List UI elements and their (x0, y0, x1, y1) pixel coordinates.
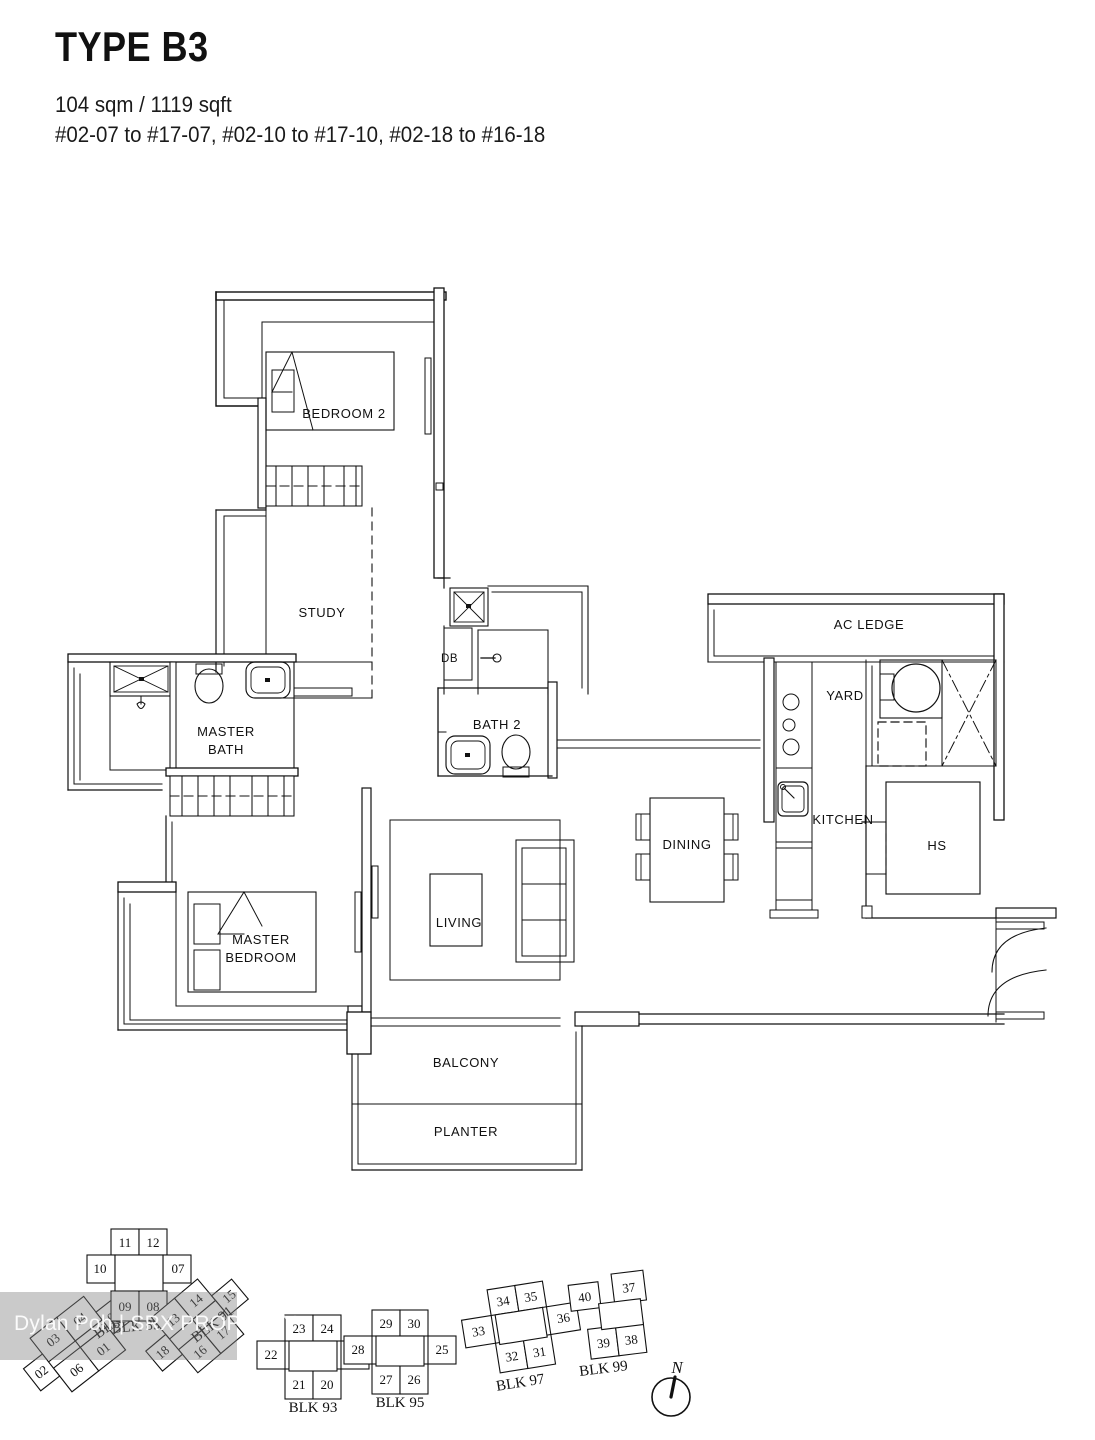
site-unit: 37 (621, 1279, 636, 1296)
site-unit: 25 (436, 1342, 449, 1357)
room-label-master-bath: MASTER (197, 724, 255, 739)
site-unit: 08 (147, 1299, 160, 1314)
site-unit: 22 (265, 1347, 278, 1362)
site-unit: 11 (119, 1235, 132, 1250)
site-block-label-blk-89: BLK 89 (111, 1317, 161, 1337)
living-partition (354, 787, 379, 1013)
dining-furniture (635, 797, 739, 903)
room-label-planter: PLANTER (434, 1124, 498, 1139)
room-label-balcony: BALCONY (433, 1055, 499, 1070)
site-block-label-blk-93: BLK 93 (289, 1400, 338, 1416)
site-block-label-blk-97: BLK 97 (495, 1371, 546, 1395)
balcony-planter-walls (346, 1011, 1005, 1171)
room-label-ac-ledge: AC LEDGE (834, 617, 905, 632)
site-unit: 23 (293, 1321, 306, 1336)
site-unit: 40 (577, 1289, 592, 1305)
site-unit: 20 (321, 1377, 334, 1392)
master-bedroom-walls (117, 815, 363, 1033)
room-labels: BEDROOM 2 STUDY MASTER BATH DB BATH 2 AC… (197, 406, 946, 1139)
site-unit: 26 (408, 1372, 422, 1387)
room-label-study: STUDY (298, 605, 345, 620)
page-title: TYPE B3 (55, 23, 209, 70)
room-label-master-bath-2: BATH (208, 742, 244, 757)
site-unit: 10 (94, 1261, 107, 1276)
bedroom2-walls (215, 287, 447, 579)
site-unit: 34 (495, 1293, 511, 1310)
bath2-walls (437, 585, 761, 779)
kitchen-yard-walls (763, 657, 1057, 1023)
compass-north-label: N (670, 1358, 684, 1377)
room-label-bath2: BATH 2 (473, 717, 521, 732)
site-block-blk-97[interactable]: 34 35 33 36 32 31 (457, 1276, 585, 1377)
compass-rose: N (651, 1358, 691, 1417)
room-label-yard: YARD (826, 688, 864, 703)
room-label-kitchen: KITCHEN (812, 812, 873, 827)
ac-ledge-walls (707, 593, 1005, 821)
site-unit: 36 (556, 1309, 572, 1326)
outer-boundary (437, 577, 451, 589)
site-unit: 12 (147, 1235, 160, 1250)
site-block-label-blk-99: BLK 99 (578, 1358, 628, 1380)
site-plan: 03 04 06 01 02 05 BLK 87 11 (11, 1228, 691, 1417)
site-block-blk-91[interactable]: 18 13 14 15 16 17 (132, 1262, 264, 1389)
site-unit: 30 (408, 1316, 421, 1331)
site-block-blk-99[interactable]: 40 37 39 38 (567, 1269, 652, 1361)
site-unit: 32 (504, 1348, 519, 1365)
site-unit: 09 (119, 1299, 132, 1314)
site-unit: 29 (380, 1316, 393, 1331)
room-label-db: DB (441, 653, 458, 665)
site-block-blk-89[interactable]: 11 12 10 07 09 08 (86, 1228, 192, 1322)
unit-list-text: #02-07 to #17-07, #02-10 to #17-10, #02-… (55, 122, 546, 148)
site-block-blk-87[interactable]: 03 04 06 01 02 05 (11, 1282, 144, 1407)
site-unit: 31 (532, 1344, 547, 1361)
area-text: 104 sqm / 1119 sqft (55, 92, 232, 117)
site-unit: 21 (293, 1377, 306, 1392)
living-furniture (389, 819, 575, 981)
room-label-hs: HS (927, 838, 946, 853)
site-unit: 35 (523, 1288, 538, 1305)
site-block-blk-95[interactable]: 29 30 28 25 27 26 (343, 1309, 457, 1395)
room-label-living: LIVING (436, 915, 482, 930)
site-unit: 38 (624, 1331, 639, 1347)
floor-plan-drawing: BEDROOM 2 STUDY MASTER BATH DB BATH 2 AC… (67, 287, 1057, 1171)
room-label-master-bedroom-2: BEDROOM (225, 950, 296, 965)
master-bath-walls (67, 653, 353, 817)
site-unit: 33 (471, 1323, 486, 1340)
site-unit: 07 (172, 1261, 186, 1276)
site-block-label-blk-95: BLK 95 (376, 1395, 425, 1411)
room-label-master-bedroom: MASTER (232, 932, 290, 947)
room-label-bedroom2: BEDROOM 2 (302, 406, 385, 421)
site-unit: 24 (321, 1321, 335, 1336)
room-label-dining: DINING (662, 837, 711, 852)
site-unit: 27 (380, 1372, 394, 1387)
site-unit: 39 (596, 1335, 611, 1351)
header: TYPE B3 104 sqm / 1119 sqft #02-07 to #1… (55, 26, 582, 151)
site-unit: 28 (352, 1342, 365, 1357)
study-walls (215, 465, 373, 699)
